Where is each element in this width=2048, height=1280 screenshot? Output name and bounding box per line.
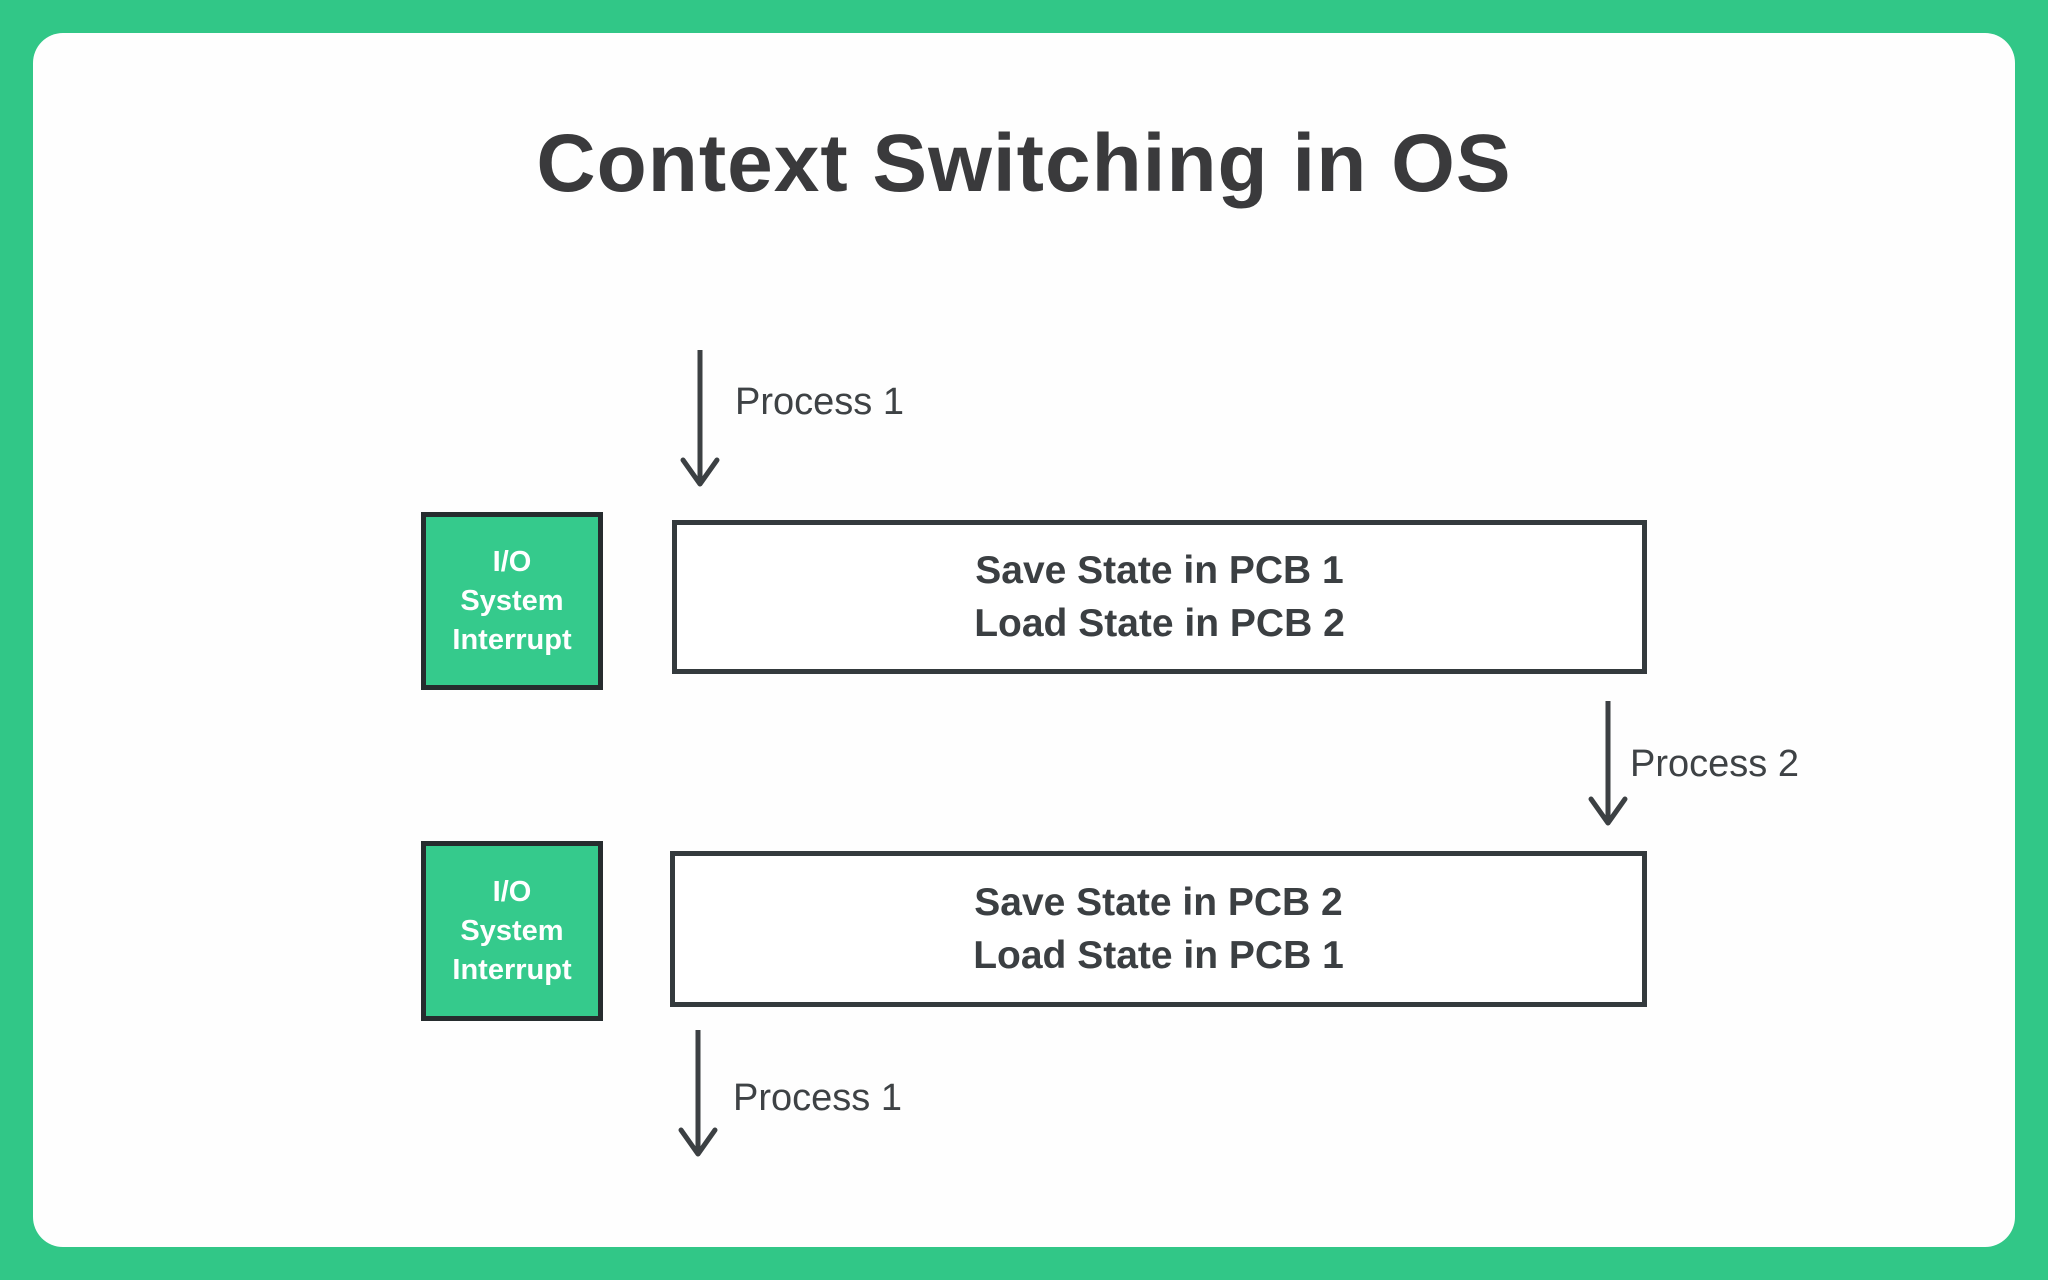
process-1-bottom-label: Process 1 [733, 1077, 902, 1119]
state-box-2: Save State in PCB 2 Load State in PCB 1 [670, 851, 1647, 1007]
process-2-label: Process 2 [1630, 743, 1799, 785]
interrupt-box-2-line-1: I/O [492, 875, 532, 908]
interrupt-box-1-line-1: I/O [492, 545, 532, 578]
interrupt-box-1-line-2: System [460, 584, 564, 617]
arrow-down-icon [674, 1028, 722, 1160]
state-box-1-line-2: Load State in PCB 2 [974, 602, 1345, 645]
diagram-card: Context Switching in OS Process 1 I/O Sy… [33, 33, 2015, 1247]
interrupt-box-2-line-2: System [460, 914, 564, 947]
arrow-down-icon [1584, 699, 1632, 829]
state-box-2-line-1: Save State in PCB 2 [974, 881, 1343, 924]
io-system-interrupt-box-1: I/O System Interrupt [421, 512, 603, 690]
arrow-down-icon [676, 348, 724, 490]
state-box-1-line-1: Save State in PCB 1 [975, 549, 1344, 592]
interrupt-box-2-line-3: Interrupt [452, 953, 572, 986]
page-title: Context Switching in OS [536, 118, 1512, 209]
interrupt-box-1-line-3: Interrupt [452, 623, 572, 656]
process-1-top-label: Process 1 [735, 381, 904, 423]
state-box-1: Save State in PCB 1 Load State in PCB 2 [672, 520, 1647, 674]
state-box-2-line-2: Load State in PCB 1 [973, 934, 1344, 977]
io-system-interrupt-box-2: I/O System Interrupt [421, 841, 603, 1021]
